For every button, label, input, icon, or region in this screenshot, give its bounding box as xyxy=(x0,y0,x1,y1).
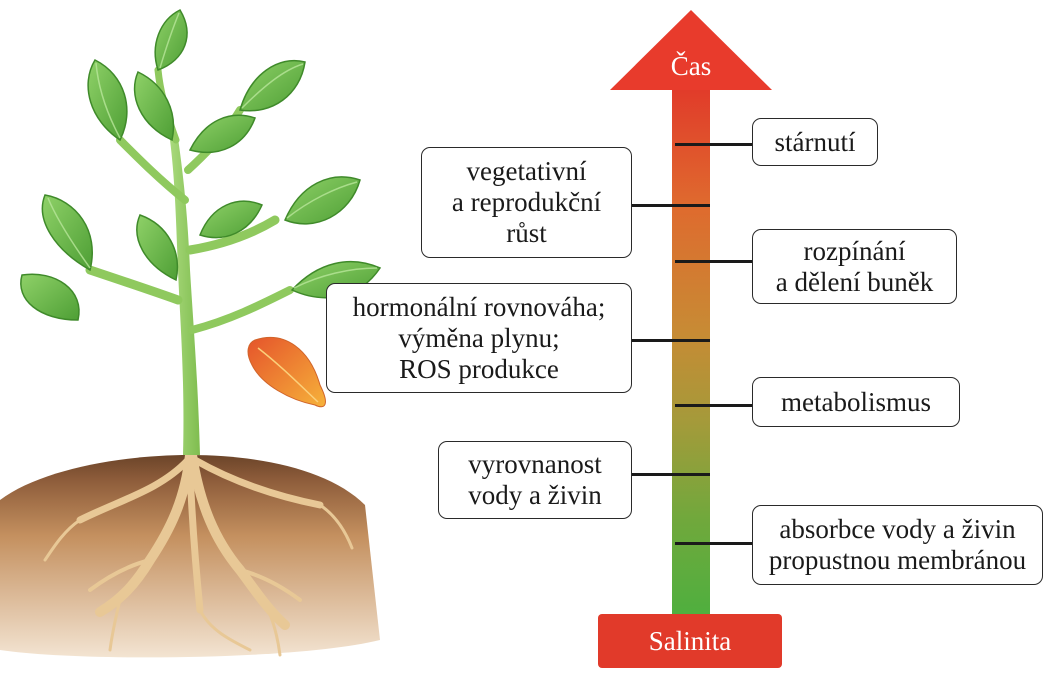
stage-box-line: vody a živin xyxy=(468,480,601,511)
stage-box-line: metabolismus xyxy=(781,387,931,418)
connector-line xyxy=(632,473,710,476)
stage-box-hormonal-balance: hormonální rovnováha; výměna plynu; ROS … xyxy=(326,283,632,393)
stage-box-metabolism: metabolismus xyxy=(752,377,960,427)
time-label: Čas xyxy=(630,50,752,82)
stage-box-line: hormonální rovnováha; xyxy=(353,292,606,323)
connector-line xyxy=(675,260,755,263)
stage-box-line: propustnou membránou xyxy=(769,545,1026,576)
stage-box-growth: vegetativní a reprodukční růst xyxy=(421,147,632,258)
stage-box-senescence: stárnutí xyxy=(752,118,878,166)
stage-box-line: rozpínání xyxy=(776,236,933,267)
connector-line xyxy=(675,542,755,545)
connector-line xyxy=(675,143,755,146)
stage-box-line: výměna plynu; xyxy=(353,323,606,354)
stage-box-line: stárnutí xyxy=(775,127,856,158)
stage-box-water-nutrient-balance: vyrovnanost vody a živin xyxy=(438,441,632,519)
stage-box-line: vyrovnanost xyxy=(468,449,601,480)
stage-box-line: ROS produkce xyxy=(353,354,606,385)
time-arrow-shaft xyxy=(672,86,710,626)
stage-box-membrane-absorption: absorbce vody a živin propustnou membrán… xyxy=(752,505,1043,585)
stage-box-line: a dělení buněk xyxy=(776,267,933,298)
stage-box-line: absorbce vody a živin xyxy=(769,514,1026,545)
connector-line xyxy=(632,339,710,342)
stage-box-line: a reprodukční xyxy=(452,187,601,218)
connector-line xyxy=(632,204,710,207)
stage-box-line: růst xyxy=(452,218,601,249)
salinity-label: Salinita xyxy=(598,614,782,668)
stage-box-cell-expansion-division: rozpínání a dělení buněk xyxy=(752,229,957,304)
connector-line xyxy=(675,404,755,407)
stage-box-line: vegetativní xyxy=(452,156,601,187)
